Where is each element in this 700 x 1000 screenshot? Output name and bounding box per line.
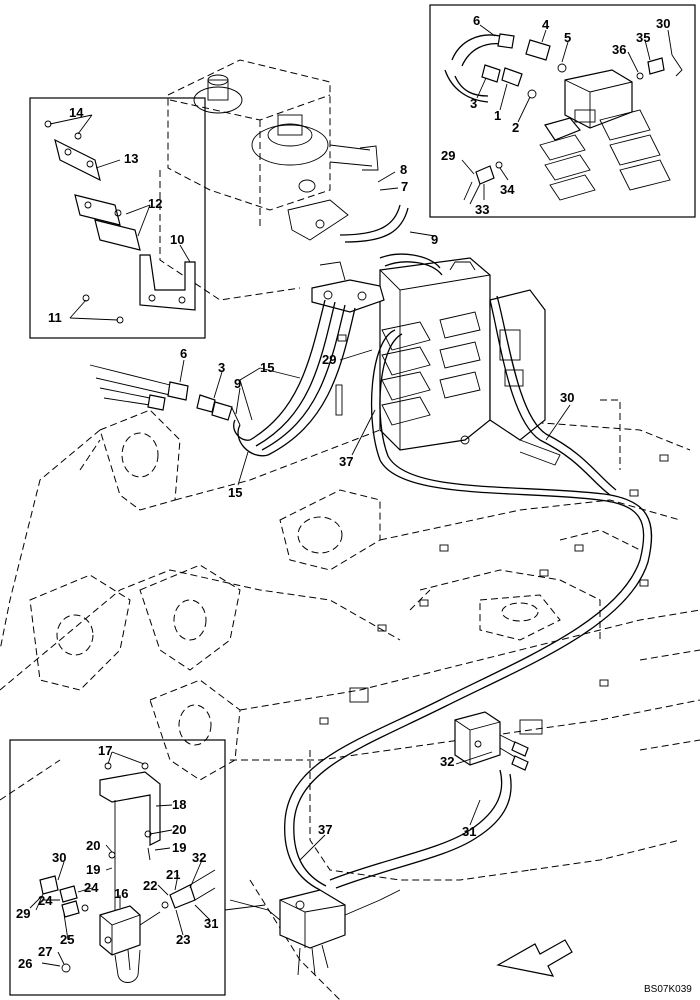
- label-6: 6: [473, 13, 480, 28]
- label-31: 31: [462, 824, 476, 839]
- control-valve: [379, 257, 561, 466]
- label-16: 16: [114, 886, 128, 901]
- label-18: 18: [172, 797, 186, 812]
- label-31b: 31: [204, 916, 218, 931]
- label-8: 8: [400, 162, 407, 177]
- label-9: 9: [431, 232, 438, 247]
- label-3: 3: [470, 96, 477, 111]
- label-15: 15: [260, 360, 274, 375]
- label-6b: 6: [180, 346, 187, 361]
- hoses-main: [233, 204, 653, 891]
- label-19: 19: [172, 840, 186, 855]
- label-2: 2: [512, 120, 519, 135]
- label-1: 1: [494, 108, 501, 123]
- direction-arrow: [496, 939, 573, 977]
- label-20: 20: [172, 822, 186, 837]
- label-29b: 29: [322, 352, 336, 367]
- label-27: 27: [38, 944, 52, 959]
- label-13: 13: [124, 151, 138, 166]
- label-20b: 20: [86, 838, 100, 853]
- hose-clamp-assembly: [311, 261, 385, 313]
- label-30: 30: [656, 16, 670, 31]
- label-24: 24: [84, 880, 99, 895]
- label-32: 32: [440, 754, 454, 769]
- label-7: 7: [401, 179, 408, 194]
- label-17: 17: [98, 743, 112, 758]
- label-24b: 24: [38, 893, 53, 908]
- label-37: 37: [339, 454, 353, 469]
- callout-labels: 6 4 5 30 35 36 3 1 2 29 34 33 8 7 9 14 1…: [16, 13, 670, 971]
- fittings-left: [89, 364, 343, 426]
- label-35: 35: [636, 30, 650, 45]
- label-30b: 30: [560, 390, 574, 405]
- pilot-valve-block: [229, 889, 401, 976]
- label-32b: 32: [192, 850, 206, 865]
- pump-housing: [159, 59, 379, 301]
- label-14: 14: [69, 105, 84, 120]
- label-19b: 19: [86, 862, 100, 877]
- label-9b: 9: [234, 376, 241, 391]
- label-10: 10: [170, 232, 184, 247]
- label-21: 21: [166, 867, 180, 882]
- frame-bolts: [319, 334, 669, 725]
- label-26: 26: [18, 956, 32, 971]
- inset-pilot-detail: [9, 739, 266, 996]
- label-11: 11: [48, 310, 62, 325]
- label-22: 22: [143, 878, 157, 893]
- label-30c: 30: [52, 850, 66, 865]
- label-15b: 15: [228, 485, 242, 500]
- label-4: 4: [542, 17, 550, 32]
- label-5: 5: [564, 30, 571, 45]
- junction-block: [454, 711, 529, 771]
- label-23: 23: [176, 932, 190, 947]
- label-33: 33: [475, 202, 489, 217]
- inset-clamp-detail: [29, 97, 206, 339]
- label-29: 29: [441, 148, 455, 163]
- label-29c: 29: [16, 906, 30, 921]
- label-34: 34: [500, 182, 515, 197]
- inset-valve-detail: [429, 4, 696, 218]
- label-25: 25: [60, 932, 74, 947]
- drawing-code: BS07K039: [644, 984, 692, 995]
- leader-lines: [29, 24, 673, 967]
- label-3b: 3: [218, 360, 225, 375]
- main-frame: [0, 399, 700, 1000]
- label-37b: 37: [318, 822, 332, 837]
- label-12: 12: [148, 196, 162, 211]
- label-36: 36: [612, 42, 626, 57]
